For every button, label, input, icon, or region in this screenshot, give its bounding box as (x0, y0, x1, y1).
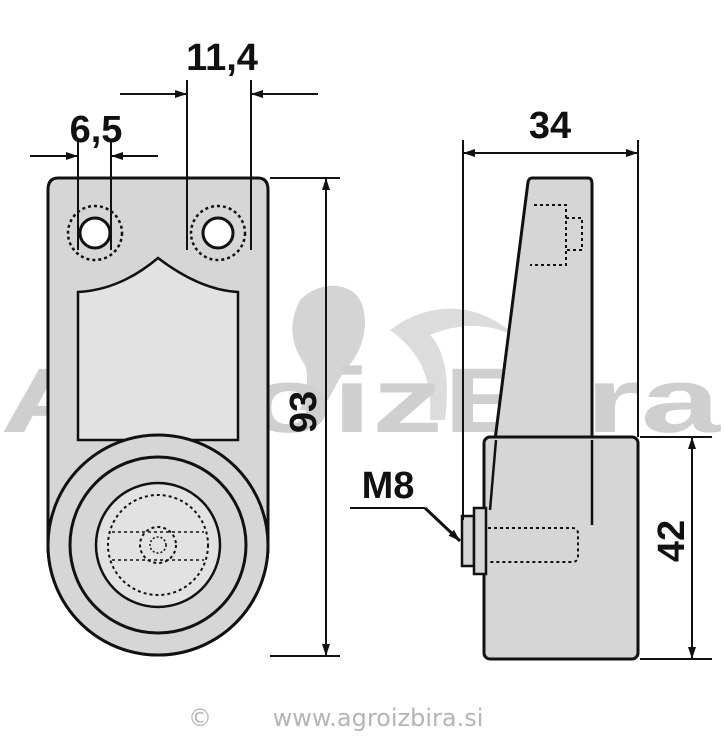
front-view (46, 176, 270, 657)
side-arm (493, 176, 594, 442)
side-block (482, 435, 640, 661)
front-hole-right (201, 216, 235, 250)
front-boss-center-dashed (149, 536, 167, 554)
dim-m8-leader-arrow (423, 506, 462, 543)
side-stud-nut (460, 514, 476, 568)
watermark-swoosh-icon (390, 308, 520, 420)
footer: © www.agroizbira.si (188, 704, 483, 732)
dim-label-34: 34 (529, 105, 571, 147)
front-boss-core-dashed (139, 526, 177, 564)
dim-label-93: 93 (283, 391, 325, 433)
dim-label-6-5: 6,5 (70, 109, 123, 151)
front-hole-left (78, 216, 112, 250)
side-arm-edge-left (488, 439, 498, 511)
front-boss-inner-dashed (107, 494, 209, 596)
footer-website: www.agroizbira.si (273, 704, 484, 732)
side-view (460, 176, 640, 661)
front-hole-right-dashed (189, 204, 247, 262)
side-stud-washer (472, 506, 488, 576)
dim-label-11-4: 11,4 (186, 37, 258, 79)
front-boss-inner (94, 481, 222, 609)
dim-label-m8: M8 (362, 465, 415, 507)
front-hole-left-dashed (66, 204, 124, 262)
watermark-horse-icon (292, 285, 365, 410)
copyright-icon: © (188, 704, 212, 732)
front-pocket (76, 256, 240, 442)
dim-label-42: 42 (651, 520, 693, 562)
side-hidden-hole-upper (530, 204, 567, 266)
side-hidden-bore (488, 527, 579, 563)
dimensions (30, 80, 712, 660)
side-hidden-hole-upper-counterbore (566, 217, 583, 251)
